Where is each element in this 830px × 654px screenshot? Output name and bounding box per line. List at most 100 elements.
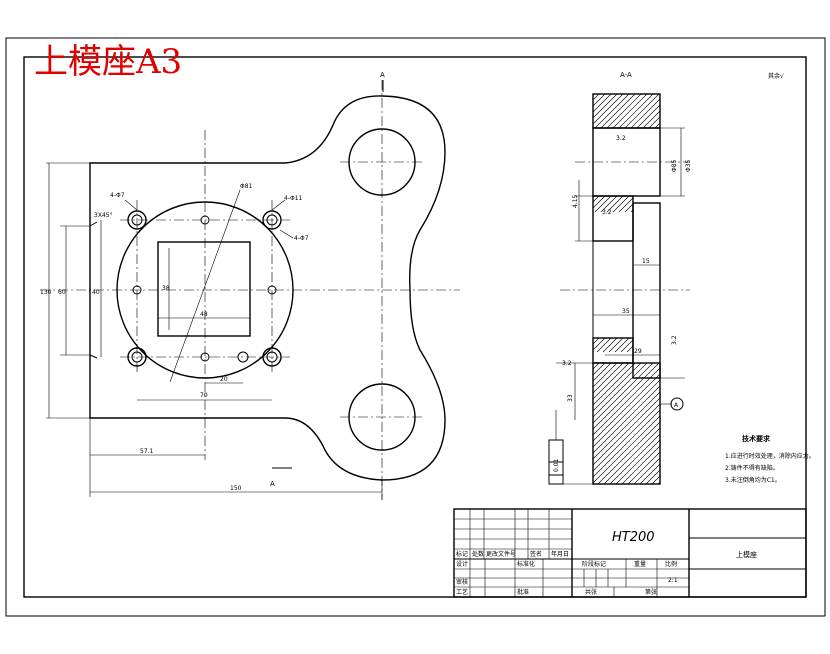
- hatch-line: [592, 415, 661, 484]
- hatch-line: [592, 337, 600, 345]
- tb-weight: 重量: [634, 560, 646, 568]
- section-top-block: [592, 93, 661, 129]
- hatch-line: [592, 373, 661, 442]
- hatch-line: [621, 445, 661, 485]
- roughness-2: 3.2: [602, 209, 612, 216]
- hatch-line: [592, 93, 606, 107]
- hatch-line: [592, 362, 648, 418]
- tb-ratio-value: 2:1: [668, 577, 678, 584]
- label-35: 35: [622, 308, 630, 315]
- tb-ratio: 比例: [665, 560, 677, 568]
- tech-title: 技术要求: [742, 434, 771, 443]
- tb-sign: 签名: [530, 550, 542, 558]
- tech-requirements: 技术要求 1.应进行时效处理，消除内应力。 2.铸件不得有缺陷。 3.未注倒角均…: [725, 434, 815, 484]
- tb-design: 设计: [456, 560, 468, 568]
- hatch-line: [606, 93, 642, 129]
- tb-change-doc: 更改文件号: [486, 550, 516, 558]
- section-dimensions: [548, 127, 685, 485]
- hatch-line: [612, 93, 648, 129]
- hatch-line: [612, 195, 630, 213]
- plan-labels: A A 4-Φ7 4-Φ11 4-Φ7 Φ81 3X45° 130 60 40 …: [40, 71, 385, 492]
- part-name: 上模座: [736, 550, 757, 559]
- datum-circle: [670, 397, 684, 411]
- hatch-line: [648, 116, 661, 129]
- tb-approve: 批准: [517, 588, 529, 596]
- inner-border: [23, 56, 807, 598]
- hatch-line: [592, 362, 600, 370]
- hatch-line: [592, 362, 624, 394]
- hatch-line: [633, 457, 661, 485]
- tech-item-2: 2.铸件不得有缺陷。: [725, 464, 779, 472]
- hatch-line: [592, 93, 624, 125]
- label-70: 70: [200, 392, 208, 399]
- label-height-outer: 130: [40, 289, 52, 296]
- label-dia-35: Φ35: [685, 159, 692, 172]
- hatch-line: [592, 362, 606, 376]
- part-outline: [89, 95, 446, 481]
- hatch-line: [592, 362, 612, 382]
- tb-mark: 标记: [456, 550, 468, 558]
- section-view: A-A: [548, 71, 692, 485]
- section-bottom-block: [592, 362, 661, 485]
- plan-view: A A 4-Φ7 4-Φ11 4-Φ7 Φ81 3X45° 130 60 40 …: [40, 71, 460, 500]
- hatch-line: [596, 337, 612, 353]
- tolerance-value: 0.01: [553, 458, 560, 472]
- hatch-line: [592, 362, 654, 424]
- hatch-line: [615, 439, 661, 485]
- tb-stage-mark: 阶段标记: [582, 560, 606, 568]
- hatch-line: [592, 362, 660, 430]
- section-rib-left: [592, 195, 634, 242]
- tech-item-3: 3.未注倒角均为C1。: [725, 476, 781, 484]
- hatch-line: [592, 403, 661, 472]
- label-square-h: 48: [200, 311, 208, 318]
- hatch-line: [651, 475, 661, 485]
- center-lines: [40, 80, 460, 500]
- hatch-line: [630, 209, 634, 213]
- hatch-line: [600, 93, 636, 129]
- hatch-line: [618, 197, 634, 213]
- label-height-inner: 40: [92, 289, 100, 296]
- hatch-line: [592, 195, 600, 203]
- hatch-line: [594, 93, 630, 129]
- hatch-line: [592, 367, 661, 436]
- label-square-v: 38: [162, 285, 170, 292]
- tb-sheet-no: 第张: [645, 588, 657, 596]
- material-text: HT200: [612, 530, 655, 545]
- hatch-line: [592, 362, 630, 400]
- outer-border: [5, 37, 826, 617]
- hatch-line: [609, 433, 661, 485]
- hatch-line: [592, 362, 636, 406]
- hatch-line: [592, 409, 661, 478]
- hatch-line: [597, 421, 661, 485]
- hatch-line: [627, 451, 661, 485]
- tb-sheet-total: 共张: [585, 588, 597, 596]
- roughness-note: 其余√: [768, 72, 784, 80]
- hatch-line: [592, 379, 661, 448]
- hatch-line: [645, 469, 661, 485]
- hatch-line: [614, 337, 630, 353]
- corner-holes: [127, 210, 282, 367]
- hatch-line: [592, 337, 606, 351]
- tb-count: 处数: [472, 550, 484, 558]
- hatch-line: [592, 93, 618, 119]
- hatch-line: [603, 427, 661, 485]
- title-block: HT200 上模座 标记 处数 更改文件号 签名 年月日 设计 标准化 审核 工…: [453, 508, 807, 598]
- hatch-line: [654, 122, 661, 129]
- hatch-line: [602, 337, 618, 353]
- hatch-line: [592, 362, 618, 388]
- section-labels: Φ85 Φ35 4.15 15 35 29 3.2 3.2 3.2 3.2 0.…: [553, 135, 692, 472]
- hatch-line: [608, 337, 624, 353]
- label-holes-tl: 4-Φ7: [110, 192, 125, 199]
- label-15: 15: [642, 258, 650, 265]
- small-holes: [132, 215, 277, 363]
- label-29: 29: [634, 348, 642, 355]
- label-diameter: Φ81: [240, 183, 253, 190]
- hatch-line: [636, 104, 661, 129]
- hatch-line: [626, 345, 634, 353]
- hatch-line: [592, 362, 642, 412]
- hatch-line: [592, 385, 661, 454]
- hatch-line: [639, 463, 661, 485]
- section-mark-bottom: A: [270, 480, 275, 488]
- roughness-4: 3.2: [671, 335, 678, 345]
